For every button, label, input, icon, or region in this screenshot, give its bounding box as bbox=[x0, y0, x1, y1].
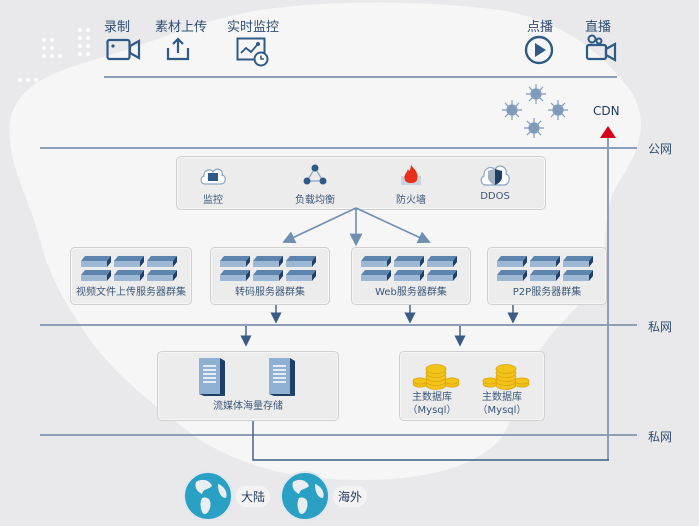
server-unit bbox=[147, 256, 177, 267]
storage-document-icon bbox=[199, 358, 225, 396]
database-label-2: 主数据库 （Mysql） bbox=[472, 391, 532, 417]
globe-icon-overseas bbox=[280, 471, 330, 521]
cdn-arrow-icon bbox=[600, 126, 616, 138]
live-camera-icon[interactable] bbox=[585, 34, 617, 62]
database-name-1: 主数据库 bbox=[412, 392, 452, 403]
private-network-line-1 bbox=[40, 324, 637, 326]
server-unit bbox=[563, 256, 593, 267]
transcode-cluster-panel: 转码服务器群集 bbox=[210, 247, 330, 305]
p2p-cluster-label: P2P服务器群集 bbox=[512, 287, 582, 298]
coin bbox=[514, 377, 530, 385]
public-network-label: 公网 bbox=[648, 142, 673, 156]
server-unit bbox=[497, 256, 527, 267]
load-balance-label: 负载均衡 bbox=[295, 195, 335, 206]
upload-icon[interactable] bbox=[165, 36, 191, 62]
server-rack-icon bbox=[81, 254, 181, 290]
server-cluster-graphic bbox=[361, 256, 457, 281]
server-unit bbox=[427, 256, 457, 267]
globe-icon-mainland bbox=[183, 471, 233, 521]
server-cluster-graphic bbox=[220, 256, 316, 281]
ddos-label: DDOS bbox=[480, 191, 510, 202]
firewall-label: 防火墙 bbox=[396, 195, 426, 206]
server-unit bbox=[147, 270, 177, 281]
cdn-uplink-line bbox=[607, 138, 609, 460]
server-rack-icon bbox=[497, 254, 597, 290]
server-unit bbox=[361, 270, 391, 281]
coin bbox=[425, 364, 447, 374]
p2p-cluster-panel: P2P服务器群集 bbox=[487, 247, 607, 305]
database-coins-icon bbox=[412, 362, 460, 394]
server-cluster-graphic bbox=[497, 256, 593, 281]
server-unit bbox=[253, 270, 283, 281]
server-unit bbox=[394, 270, 424, 281]
server-unit bbox=[530, 256, 560, 267]
server-cluster-graphic bbox=[81, 256, 177, 281]
server-unit bbox=[427, 270, 457, 281]
coin bbox=[495, 364, 517, 374]
transcode-cluster-label: 转码服务器群集 bbox=[235, 287, 305, 298]
mainland-label: 大陆 bbox=[236, 486, 271, 507]
firewall-icon bbox=[401, 165, 421, 185]
database-type-1: （Mysql） bbox=[407, 405, 457, 416]
database-name-2: 主数据库 bbox=[482, 392, 522, 403]
server-unit bbox=[361, 256, 391, 267]
coin bbox=[412, 377, 428, 385]
storage-panel: 流媒体海量存储 bbox=[157, 351, 339, 421]
server-unit bbox=[497, 270, 527, 281]
database-type-2: （Mysql） bbox=[477, 405, 527, 416]
server-unit bbox=[81, 256, 111, 267]
security-services-panel: 监控 负载均衡 防火墙 DDOS bbox=[176, 156, 546, 210]
upload-label: 素材上传 bbox=[155, 20, 208, 35]
top-divider bbox=[104, 76, 617, 78]
cdn-label: CDN bbox=[593, 104, 620, 118]
database-panel: 主数据库 （Mysql） 主数据库 （Mysql） bbox=[399, 351, 545, 421]
server-unit bbox=[114, 256, 144, 267]
server-unit bbox=[530, 270, 560, 281]
coin bbox=[444, 377, 460, 385]
private-network-line-2 bbox=[40, 434, 637, 436]
live-label: 直播 bbox=[585, 20, 612, 35]
server-unit bbox=[253, 256, 283, 267]
server-unit bbox=[286, 256, 316, 267]
private-network-label-1: 私网 bbox=[648, 320, 673, 334]
database-coins-icon bbox=[482, 362, 530, 394]
storage-label: 流媒体海量存储 bbox=[213, 401, 283, 412]
public-network-line bbox=[40, 147, 637, 149]
coin-stack-graphic bbox=[482, 364, 530, 390]
private-network-label-2: 私网 bbox=[648, 430, 673, 444]
realtime-monitor-label: 实时监控 bbox=[227, 20, 280, 35]
server-unit bbox=[220, 256, 250, 267]
upload-cluster-panel: 视频文件上传服务器群集 bbox=[70, 247, 192, 305]
upload-cluster-label: 视频文件上传服务器群集 bbox=[76, 287, 186, 298]
coin bbox=[482, 377, 498, 385]
server-unit bbox=[114, 270, 144, 281]
server-unit bbox=[286, 270, 316, 281]
cloud-shield-icon bbox=[480, 165, 510, 186]
vod-label: 点播 bbox=[527, 20, 554, 35]
server-unit bbox=[394, 256, 424, 267]
play-circle-icon[interactable] bbox=[524, 35, 554, 65]
monitor-image-clock-icon[interactable] bbox=[236, 37, 270, 67]
storage-document-icon bbox=[269, 358, 295, 396]
load-balance-icon bbox=[303, 164, 327, 185]
web-cluster-label: Web服务器群集 bbox=[375, 287, 447, 298]
record-label: 录制 bbox=[104, 20, 131, 35]
monitor-service-label: 监控 bbox=[203, 195, 223, 206]
coin-stack-graphic bbox=[412, 364, 460, 390]
server-unit bbox=[81, 270, 111, 281]
overseas-label: 海外 bbox=[333, 486, 368, 507]
database-label-1: 主数据库 （Mysql） bbox=[402, 391, 462, 417]
video-camera-icon[interactable] bbox=[106, 38, 142, 62]
server-unit bbox=[220, 270, 250, 281]
server-rack-icon bbox=[361, 254, 461, 290]
cdn-nodes-icon bbox=[502, 84, 568, 138]
cloud-monitor-icon bbox=[200, 168, 226, 185]
web-cluster-panel: Web服务器群集 bbox=[351, 247, 471, 305]
server-unit bbox=[563, 270, 593, 281]
server-rack-icon bbox=[220, 254, 320, 290]
